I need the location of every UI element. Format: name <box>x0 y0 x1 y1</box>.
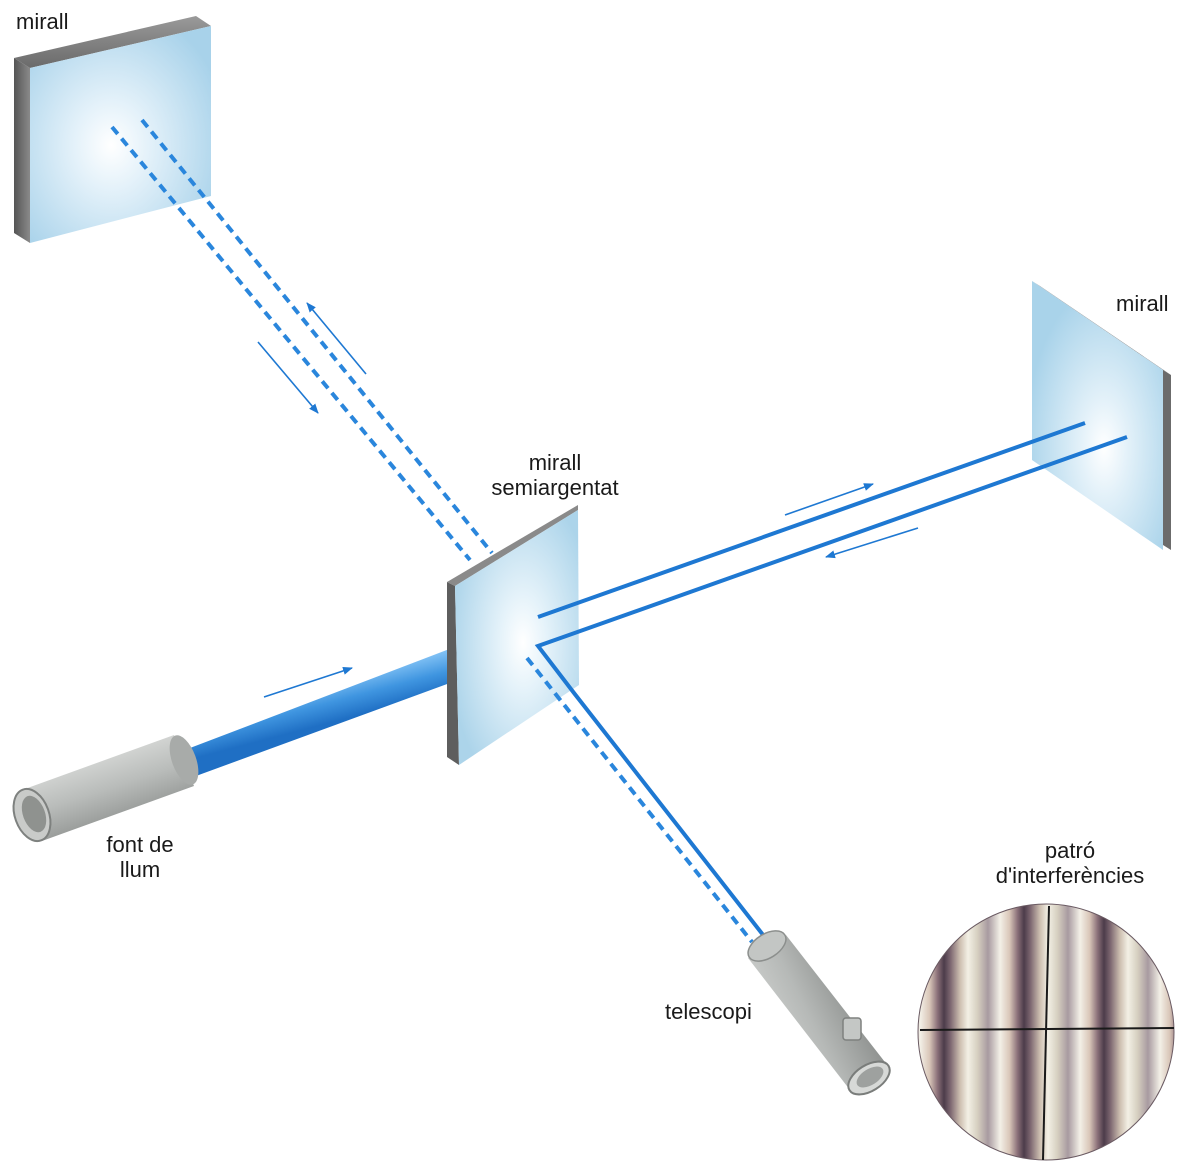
arrow-up-right <box>306 302 367 375</box>
dashed-beam-bottom <box>525 656 754 944</box>
pattern-label-line1: patró <box>1044 838 1096 863</box>
direction-arrows <box>257 302 919 698</box>
light-source-label: font de llum <box>80 832 200 882</box>
crosshair-vertical <box>1042 905 1050 1161</box>
light-source-label-line2: llum <box>119 857 161 882</box>
mirror-right-label: mirall <box>1116 291 1169 316</box>
mirror-right <box>1032 281 1171 550</box>
arrow-right-upper <box>784 483 874 516</box>
mirror-top <box>14 16 211 243</box>
beam-splitter-label: mirall semiargentat <box>470 450 640 500</box>
telescope <box>747 930 891 1096</box>
source-beam <box>190 648 458 776</box>
arrow-left-lower <box>825 527 919 559</box>
arrow-down-left <box>257 341 319 414</box>
beam-splitter <box>447 505 579 765</box>
light-source-label-line1: font de <box>106 832 174 857</box>
pattern-label: patró d'interferències <box>975 838 1165 888</box>
beam-splitter-label-line2: semiargentat <box>491 475 619 500</box>
dashed-beams-top <box>110 118 494 562</box>
pattern-label-line2: d'interferències <box>995 863 1145 888</box>
solid-beams-right <box>534 421 1128 942</box>
mirror-top-label: mirall <box>16 9 69 34</box>
beam-splitter-label-line1: mirall <box>528 450 582 475</box>
arrow-source <box>263 667 353 698</box>
telescope-label: telescopi <box>665 999 752 1024</box>
interference-pattern <box>917 903 1175 1161</box>
light-source <box>12 735 199 843</box>
